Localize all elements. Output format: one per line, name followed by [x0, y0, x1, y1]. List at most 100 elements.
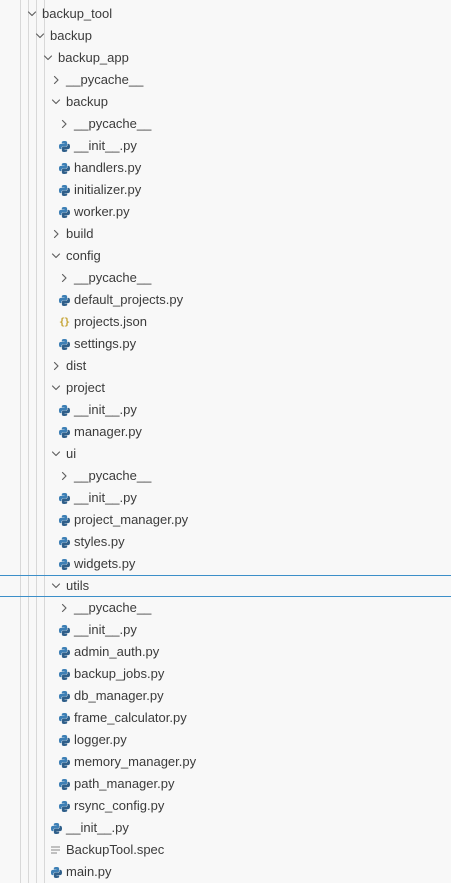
- python-file-icon: [56, 292, 72, 308]
- tree-item-label: __init__.py: [66, 820, 129, 835]
- tree-item-label: utils: [66, 578, 90, 593]
- python-file-icon: [56, 336, 72, 352]
- tree-folder-row[interactable]: build: [0, 223, 451, 245]
- python-file-icon: [48, 820, 64, 836]
- tree-folder-row[interactable]: backup: [0, 91, 451, 113]
- tree-file-row[interactable]: __init__.py: [0, 399, 451, 421]
- tree-item-label: dist: [66, 358, 87, 373]
- tree-item-label: styles.py: [74, 534, 125, 549]
- json-file-icon: {}: [58, 316, 70, 328]
- python-file-icon: [56, 424, 72, 440]
- chevron-right-icon: [56, 270, 72, 286]
- tree-item-label: manager.py: [74, 424, 142, 439]
- tree-file-row[interactable]: main.py: [0, 861, 451, 883]
- python-file-icon: [56, 798, 72, 814]
- tree-file-row[interactable]: backup_jobs.py: [0, 663, 451, 685]
- tree-item-label: backup_app: [58, 50, 129, 65]
- tree-folder-row[interactable]: __pycache__: [0, 597, 451, 619]
- python-file-icon: [56, 402, 72, 418]
- python-file-icon: [56, 776, 72, 792]
- tree-file-row[interactable]: initializer.py: [0, 179, 451, 201]
- chevron-down-icon: [48, 578, 64, 594]
- tree-item-label: __pycache__: [74, 116, 152, 131]
- tree-item-label: widgets.py: [74, 556, 136, 571]
- chevron-down-icon: [32, 28, 48, 44]
- tree-folder-row[interactable]: config: [0, 245, 451, 267]
- python-file-icon: [56, 622, 72, 638]
- python-file-icon: [56, 644, 72, 660]
- tree-item-label: config: [66, 248, 101, 263]
- tree-file-row[interactable]: manager.py: [0, 421, 451, 443]
- tree-file-row[interactable]: handlers.py: [0, 157, 451, 179]
- tree-folder-row[interactable]: __pycache__: [0, 113, 451, 135]
- chevron-down-icon: [40, 50, 56, 66]
- tree-file-row[interactable]: styles.py: [0, 531, 451, 553]
- tree-item-label: admin_auth.py: [74, 644, 160, 659]
- tree-folder-row[interactable]: utils: [0, 575, 451, 597]
- tree-item-label: settings.py: [74, 336, 137, 351]
- tree-folder-row[interactable]: __pycache__: [0, 465, 451, 487]
- tree-file-row[interactable]: default_projects.py: [0, 289, 451, 311]
- tree-file-row[interactable]: rsync_config.py: [0, 795, 451, 817]
- tree-folder-row[interactable]: __pycache__: [0, 267, 451, 289]
- tree-item-label: project_manager.py: [74, 512, 189, 527]
- tree-file-row[interactable]: memory_manager.py: [0, 751, 451, 773]
- python-file-icon: [56, 666, 72, 682]
- chevron-right-icon: [48, 72, 64, 88]
- tree-item-label: __init__.py: [74, 490, 137, 505]
- chevron-right-icon: [56, 600, 72, 616]
- tree-item-label: project: [66, 380, 106, 395]
- tree-folder-row[interactable]: project: [0, 377, 451, 399]
- tree-file-row[interactable]: admin_auth.py: [0, 641, 451, 663]
- tree-file-row[interactable]: path_manager.py: [0, 773, 451, 795]
- tree-folder-row[interactable]: backup_app: [0, 47, 451, 69]
- tree-file-row[interactable]: __init__.py: [0, 135, 451, 157]
- tree-file-row[interactable]: logger.py: [0, 729, 451, 751]
- tree-file-row[interactable]: BackupTool.spec: [0, 839, 451, 861]
- tree-file-row[interactable]: {} projects.json: [0, 311, 451, 333]
- python-file-icon: [56, 160, 72, 176]
- tree-file-row[interactable]: frame_calculator.py: [0, 707, 451, 729]
- tree-item-label: logger.py: [74, 732, 127, 747]
- tree-item-label: initializer.py: [74, 182, 142, 197]
- tree-item-label: __init__.py: [74, 622, 137, 637]
- indent-guide: [20, 0, 21, 883]
- indent-guide: [28, 0, 29, 883]
- python-file-icon: [56, 534, 72, 550]
- tree-folder-row[interactable]: dist: [0, 355, 451, 377]
- tree-item-label: build: [66, 226, 94, 241]
- text-file-icon: [48, 842, 64, 858]
- tree-folder-row[interactable]: __pycache__: [0, 69, 451, 91]
- tree-file-row[interactable]: __init__.py: [0, 817, 451, 839]
- chevron-down-icon: [48, 446, 64, 462]
- tree-file-row[interactable]: project_manager.py: [0, 509, 451, 531]
- tree-item-label: __pycache__: [74, 468, 152, 483]
- python-file-icon: [48, 864, 64, 880]
- chevron-right-icon: [48, 226, 64, 242]
- tree-item-label: backup_tool: [42, 6, 113, 21]
- tree-item-label: memory_manager.py: [74, 754, 197, 769]
- tree-folder-row[interactable]: backup_tool: [0, 3, 451, 25]
- tree-item-label: __pycache__: [66, 72, 144, 87]
- chevron-right-icon: [56, 116, 72, 132]
- tree-file-row[interactable]: __init__.py: [0, 619, 451, 641]
- indent-guide: [44, 0, 45, 883]
- python-file-icon: [56, 490, 72, 506]
- tree-file-row[interactable]: __init__.py: [0, 487, 451, 509]
- tree-file-row[interactable]: widgets.py: [0, 553, 451, 575]
- tree-file-row[interactable]: settings.py: [0, 333, 451, 355]
- tree-folder-row[interactable]: backup: [0, 25, 451, 47]
- tree-item-label: frame_calculator.py: [74, 710, 187, 725]
- tree-item-label: main.py: [66, 864, 112, 879]
- indent-guide: [36, 0, 37, 883]
- tree-item-label: backup: [66, 94, 108, 109]
- chevron-right-icon: [56, 468, 72, 484]
- tree-item-label: projects.json: [74, 314, 147, 329]
- tree-item-label: __pycache__: [74, 600, 152, 615]
- tree-item-label: backup_jobs.py: [74, 666, 165, 681]
- tree-file-row[interactable]: worker.py: [0, 201, 451, 223]
- chevron-down-icon: [48, 380, 64, 396]
- tree-folder-row[interactable]: ui: [0, 443, 451, 465]
- tree-file-row[interactable]: db_manager.py: [0, 685, 451, 707]
